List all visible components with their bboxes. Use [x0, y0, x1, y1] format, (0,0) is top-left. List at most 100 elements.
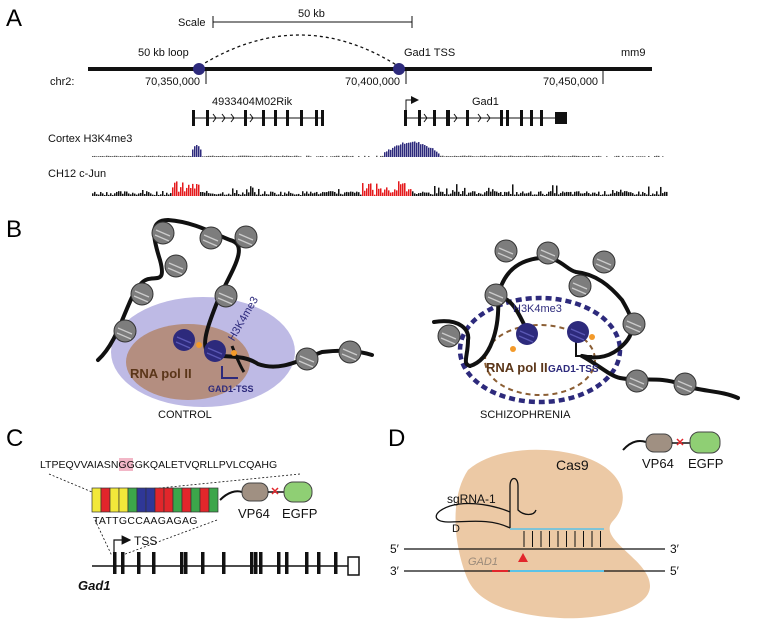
- scz-caption: SCHIZOPHRENIA: [480, 409, 571, 421]
- h3k4me3-signal-bar: [410, 142, 412, 157]
- tale-repeat: [172, 487, 183, 513]
- cjun-signal-bar: [282, 194, 284, 196]
- cjun-signal-bar: [248, 192, 250, 196]
- h3k4me3-signal-bar: [494, 155, 496, 157]
- cjun-signal-bar: [208, 193, 210, 196]
- h3k4me3-signal-bar: [638, 156, 640, 157]
- cjun-signal-bar: [346, 191, 348, 196]
- h3k4me3-signal-bar: [288, 155, 290, 157]
- h3k4me3-signal-bar: [358, 156, 360, 157]
- h3k4me3-signal-bar: [256, 156, 258, 157]
- h3k4me3-signal-bar: [184, 156, 186, 157]
- cjun-signal-bar: [332, 191, 334, 196]
- h3k4me3-signal-bar: [270, 155, 272, 157]
- h3k4me3-signal-bar: [506, 156, 508, 157]
- cjun-signal-bar: [422, 191, 424, 196]
- h3k4me3-signal-bar: [582, 156, 584, 157]
- cjun-signal-bar: [466, 194, 468, 196]
- cjun-signal-bar: [436, 193, 438, 196]
- h3k4me3-signal-bar: [262, 156, 264, 157]
- cjun-signal-bar: [124, 191, 126, 196]
- vp64-label-d: VP64: [642, 456, 674, 471]
- h3k4me3-signal-bar: [202, 156, 204, 157]
- cjun-signal-bar: [652, 193, 654, 196]
- cjun-signal-bar: [586, 191, 588, 196]
- gene-left-label: 4933404M02Rik: [212, 96, 293, 108]
- h3k4me3-signal-bar: [252, 155, 254, 157]
- h3k4me3-signal-bar: [182, 155, 184, 157]
- h3k4me3-signal-bar: [166, 156, 168, 157]
- h3k4me3-signal-bar: [488, 156, 490, 157]
- h3k4me3-signal-bar: [394, 146, 396, 157]
- gad1-exon: [201, 552, 205, 574]
- cjun-signal-bar: [182, 182, 184, 196]
- h3k4me3-signal-bar: [156, 156, 158, 157]
- scz-diagram: H3K4me3 RNA pol II GAD1-TSS SCHIZOPHRENI…: [432, 239, 740, 421]
- cjun-signal-bar: [156, 191, 158, 196]
- control-diagram: H3K4me3 RNA pol II GAD1-TSS CONTROL: [96, 217, 374, 421]
- h3k4me3-signal-bar: [188, 155, 190, 157]
- h3k4me3-signal-bar: [260, 156, 262, 157]
- cjun-signal-bar: [570, 191, 572, 196]
- h3k4me3-signal-bar: [422, 144, 424, 157]
- cjun-signal-bar: [110, 193, 112, 196]
- cjun-signal-bar: [314, 192, 316, 196]
- track-1-label: Cortex H3K4me3: [48, 133, 132, 145]
- h3k4me3-signal-bar: [104, 156, 106, 157]
- h3k4me3-signal-bar: [310, 156, 312, 157]
- gene-model-left: [192, 110, 324, 126]
- tale-repeat: [109, 487, 120, 513]
- cjun-signal-bar: [480, 193, 482, 196]
- h3k4me3-signal-bar: [430, 147, 432, 157]
- cjun-signal-bar: [494, 191, 496, 196]
- cjun-signal-bar: [174, 182, 176, 196]
- cjun-signal-bar: [646, 194, 648, 196]
- h3k4me3-signal-bar: [558, 155, 560, 157]
- h3k4me3-signal-bar: [382, 155, 384, 157]
- panel-d-letter: D: [388, 425, 405, 452]
- cjun-signal-bar: [136, 194, 138, 196]
- h3k4me3-signal-bar: [512, 155, 514, 157]
- egfp-label-d: EGFP: [688, 456, 723, 471]
- h3k4me3-signal-bar: [228, 156, 230, 157]
- cjun-signal-bar: [598, 191, 600, 196]
- h3k4me3-signal-bar: [294, 155, 296, 157]
- cjun-signal-bar: [262, 193, 264, 196]
- cjun-signal-bar: [560, 192, 562, 196]
- h3k4me3-signal-bar: [234, 156, 236, 157]
- cjun-signal-bar: [618, 191, 620, 196]
- cjun-signal-bar: [102, 193, 104, 196]
- h3k4me3-signal-bar: [574, 155, 576, 157]
- h3k4me3-signal-bar: [204, 156, 206, 157]
- cjun-signal-bar: [286, 193, 288, 196]
- cjun-signal-bar: [660, 186, 662, 196]
- bottom-5prime: 5′: [670, 564, 680, 578]
- h3k4me3-signal-bar: [242, 155, 244, 157]
- h3k4me3-signal-bar: [442, 155, 444, 157]
- h3k4me3-signal-bar: [338, 155, 340, 157]
- h3k4me3-signal-bar: [578, 155, 580, 157]
- cjun-signal-bar: [352, 191, 354, 196]
- cjun-signal-bar: [538, 191, 540, 196]
- h3k4me3-signal-bar: [128, 155, 130, 157]
- cjun-signal-bar: [392, 192, 394, 196]
- h3k4me3-signal-bar: [474, 156, 476, 157]
- assembly-label: mm9: [621, 47, 645, 59]
- h3k4me3-signal-bar: [368, 156, 370, 157]
- cjun-signal-bar: [642, 191, 644, 196]
- cjun-signal-bar: [572, 194, 574, 196]
- h3k4me3-signal-bar: [658, 155, 660, 157]
- h3k4me3-signal-bar: [454, 155, 456, 157]
- h3k4me3-signal-bar: [642, 156, 644, 157]
- vp64-label-c: VP64: [238, 506, 270, 521]
- cjun-signal-bar: [634, 194, 636, 196]
- h3k4me3-signal-bar: [528, 155, 530, 157]
- h3k4me3-signal-bar: [438, 153, 440, 157]
- cjun-signal-bar: [170, 193, 172, 196]
- h3k4me3-signal-bar: [476, 156, 478, 157]
- h3k4me3-signal-bar: [390, 149, 392, 157]
- h3k4me3-signal-bar: [216, 156, 218, 157]
- tale-repeat-array: [91, 487, 219, 513]
- h3k4me3-signal-bar: [560, 156, 562, 157]
- cjun-signal-bar: [188, 184, 190, 196]
